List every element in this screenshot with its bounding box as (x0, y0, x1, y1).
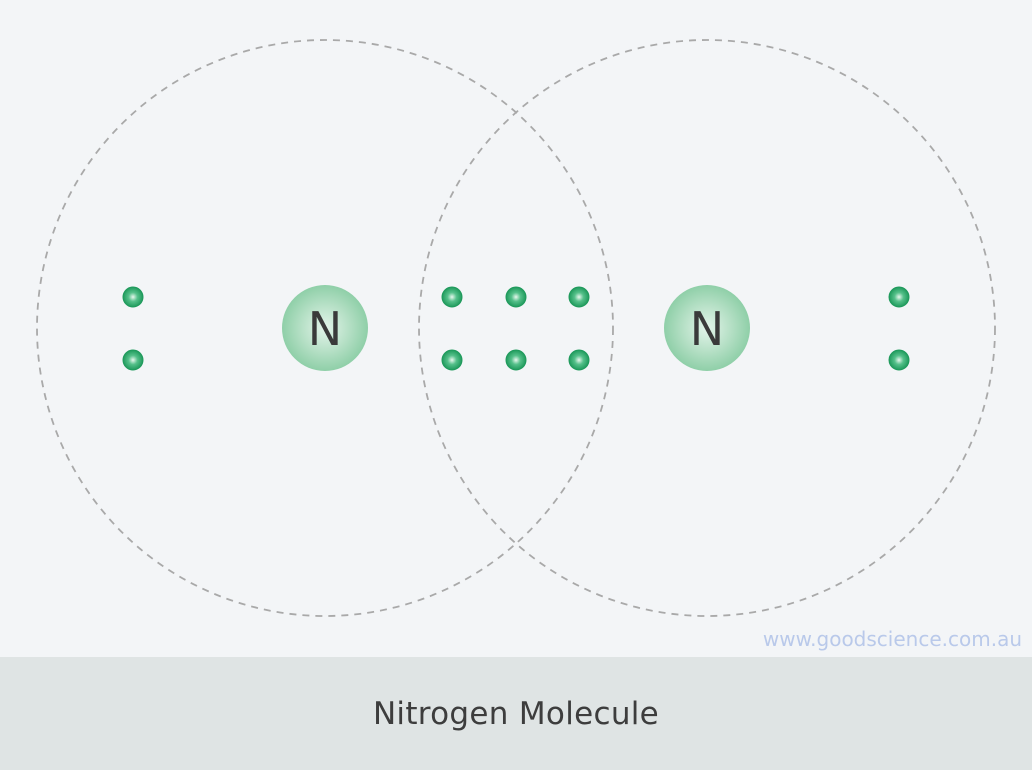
shared-electron (441, 349, 463, 371)
diagram-area: N N www.goodscience.com.au (36, 39, 1022, 651)
caption-bar: Nitrogen Molecule (0, 657, 1032, 770)
electron (888, 286, 910, 308)
electron (122, 286, 144, 308)
shared-electron (568, 286, 590, 308)
shared-electron (568, 349, 590, 371)
right-nucleus-symbol: N (690, 302, 724, 356)
left-nucleus-symbol: N (308, 302, 342, 356)
shared-electron (505, 349, 527, 371)
caption-title: Nitrogen Molecule (372, 695, 660, 732)
electron (122, 349, 144, 371)
left-atom-shell (36, 39, 614, 617)
left-nucleus: N (282, 285, 368, 371)
watermark: www.goodscience.com.au (762, 627, 1022, 651)
shared-electron (505, 286, 527, 308)
shared-electron (441, 286, 463, 308)
electron-dot-diagram: N N (36, 39, 996, 617)
electron (888, 349, 910, 371)
right-nucleus: N (664, 285, 750, 371)
right-atom-shell (418, 39, 996, 617)
